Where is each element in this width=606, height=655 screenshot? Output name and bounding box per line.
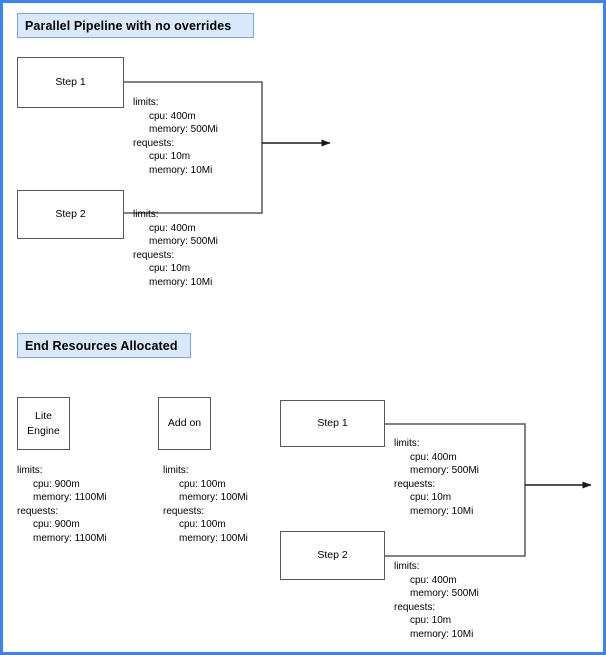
requests-cpu: cpu: 10m	[149, 151, 191, 163]
limits-header: limits:	[394, 561, 420, 572]
section-title-end-resources: End Resources Allocated	[17, 333, 191, 358]
resources-lite-engine: limits: cpu: 900m memory: 1100Mi request…	[17, 464, 107, 546]
section-title-parallel-pipeline: Parallel Pipeline with no overrides	[17, 13, 254, 38]
limits-cpu: cpu: 400m	[149, 110, 196, 122]
limits-cpu: cpu: 400m	[410, 574, 457, 586]
node-label: Step 1	[317, 417, 348, 429]
node-label: Add on	[167, 417, 202, 429]
limits-cpu: cpu: 400m	[149, 222, 196, 234]
requests-header: requests:	[394, 478, 436, 490]
limits-cpu: cpu: 100m	[179, 478, 226, 490]
node-bottom-step-1[interactable]: Step 1	[280, 400, 385, 447]
requests-memory: memory: 10Mi	[149, 164, 213, 176]
node-label: Step 1	[55, 76, 86, 88]
requests-header: requests:	[133, 249, 175, 261]
requests-memory: memory: 1100Mi	[33, 532, 107, 544]
requests-header: requests:	[163, 505, 205, 517]
limits-cpu: cpu: 900m	[33, 478, 80, 490]
requests-header: requests:	[394, 601, 436, 613]
limits-cpu: cpu: 400m	[410, 451, 457, 463]
node-label: Step 2	[317, 549, 348, 561]
limits-memory: memory: 500Mi	[149, 236, 218, 248]
node-label-line-1: Lite	[35, 409, 52, 422]
requests-cpu: cpu: 10m	[410, 492, 452, 504]
limits-header: limits:	[133, 97, 159, 108]
requests-memory: memory: 10Mi	[149, 276, 213, 288]
node-label: Step 2	[55, 208, 86, 220]
node-bottom-step-2[interactable]: Step 2	[280, 531, 385, 580]
section-title-text: End Resources Allocated	[25, 338, 178, 353]
limits-header: limits:	[394, 438, 420, 449]
node-add-on[interactable]: Add on	[158, 397, 211, 450]
requests-memory: memory: 10Mi	[410, 505, 474, 517]
resources-top-step-2: limits: cpu: 400m memory: 500Mi requests…	[133, 208, 218, 290]
resources-bottom-step-1: limits: cpu: 400m memory: 500Mi requests…	[394, 437, 479, 519]
requests-cpu: cpu: 10m	[410, 615, 452, 627]
resources-top-step-1: limits: cpu: 400m memory: 500Mi requests…	[133, 96, 218, 178]
resources-add-on: limits: cpu: 100m memory: 100Mi requests…	[163, 464, 248, 546]
node-top-step-2[interactable]: Step 2	[17, 190, 124, 239]
requests-memory: memory: 100Mi	[179, 532, 248, 544]
requests-cpu: cpu: 100m	[179, 519, 226, 531]
limits-memory: memory: 500Mi	[410, 588, 479, 600]
requests-cpu: cpu: 900m	[33, 519, 80, 531]
resources-bottom-step-2: limits: cpu: 400m memory: 500Mi requests…	[394, 560, 479, 642]
requests-header: requests:	[133, 137, 175, 149]
requests-cpu: cpu: 10m	[149, 263, 191, 275]
node-lite-engine[interactable]: Lite Engine	[17, 397, 70, 450]
limits-memory: memory: 500Mi	[410, 465, 479, 477]
node-label-line-2: Engine	[27, 424, 60, 437]
node-top-step-1[interactable]: Step 1	[17, 57, 124, 108]
limits-memory: memory: 100Mi	[179, 492, 248, 504]
limits-memory: memory: 500Mi	[149, 124, 218, 136]
requests-header: requests:	[17, 505, 59, 517]
section-title-text: Parallel Pipeline with no overrides	[25, 18, 232, 33]
requests-memory: memory: 10Mi	[410, 628, 474, 640]
limits-header: limits:	[133, 209, 159, 220]
limits-header: limits:	[17, 465, 43, 476]
limits-header: limits:	[163, 465, 189, 476]
limits-memory: memory: 1100Mi	[33, 492, 107, 504]
